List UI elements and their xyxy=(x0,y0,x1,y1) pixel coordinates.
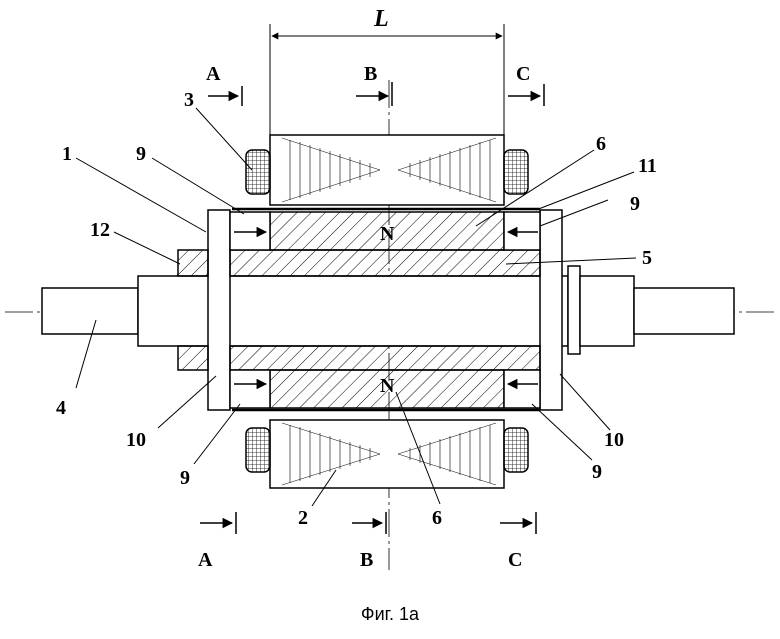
callout-10-left: 10 xyxy=(126,429,146,451)
section-label-top-left: A xyxy=(206,63,221,85)
callout-9-top-left: 9 xyxy=(136,143,146,165)
section-label-top-mid: B xyxy=(364,63,377,85)
callout-5: 5 xyxy=(642,247,652,269)
callout-11: 11 xyxy=(638,155,657,177)
callout-3: 3 xyxy=(184,89,194,111)
winding-bottom-left xyxy=(246,428,270,472)
callout-1: 1 xyxy=(62,143,72,165)
callout-6-bottom: 6 xyxy=(432,507,442,529)
callout-12: 12 xyxy=(90,219,110,241)
callout-6-top: 6 xyxy=(596,133,606,155)
dimension-label: L xyxy=(373,6,389,32)
figure-caption: Фиг. 1а xyxy=(0,604,780,625)
dimension-L xyxy=(270,24,504,135)
callout-2: 2 xyxy=(298,507,308,529)
sleeve-top xyxy=(230,250,540,276)
bushing-bottom xyxy=(178,346,208,370)
bushing-top xyxy=(178,250,208,276)
stator-core-bottom xyxy=(270,420,504,488)
pole-label-top: N xyxy=(380,223,395,245)
pole-label-bottom: N xyxy=(380,375,395,397)
section-label-bottom-left: A xyxy=(198,549,213,571)
sleeve-bottom xyxy=(230,346,540,370)
winding-bottom-right xyxy=(504,428,528,472)
section-label-bottom-mid: B xyxy=(360,549,373,571)
callout-9-bottom-right: 9 xyxy=(592,461,602,483)
callout-9-top-right: 9 xyxy=(630,193,640,215)
section-label-top-right: C xyxy=(516,63,530,85)
section-label-bottom-right: C xyxy=(508,549,522,571)
end-plate-right xyxy=(540,210,562,410)
callout-10-right: 10 xyxy=(604,429,624,451)
callout-4: 4 xyxy=(56,397,66,419)
winding-top-right xyxy=(504,150,528,194)
shaft xyxy=(42,266,734,354)
callout-9-bottom-left: 9 xyxy=(180,467,190,489)
stator-core-top xyxy=(270,135,504,205)
winding-top-left xyxy=(246,150,270,194)
